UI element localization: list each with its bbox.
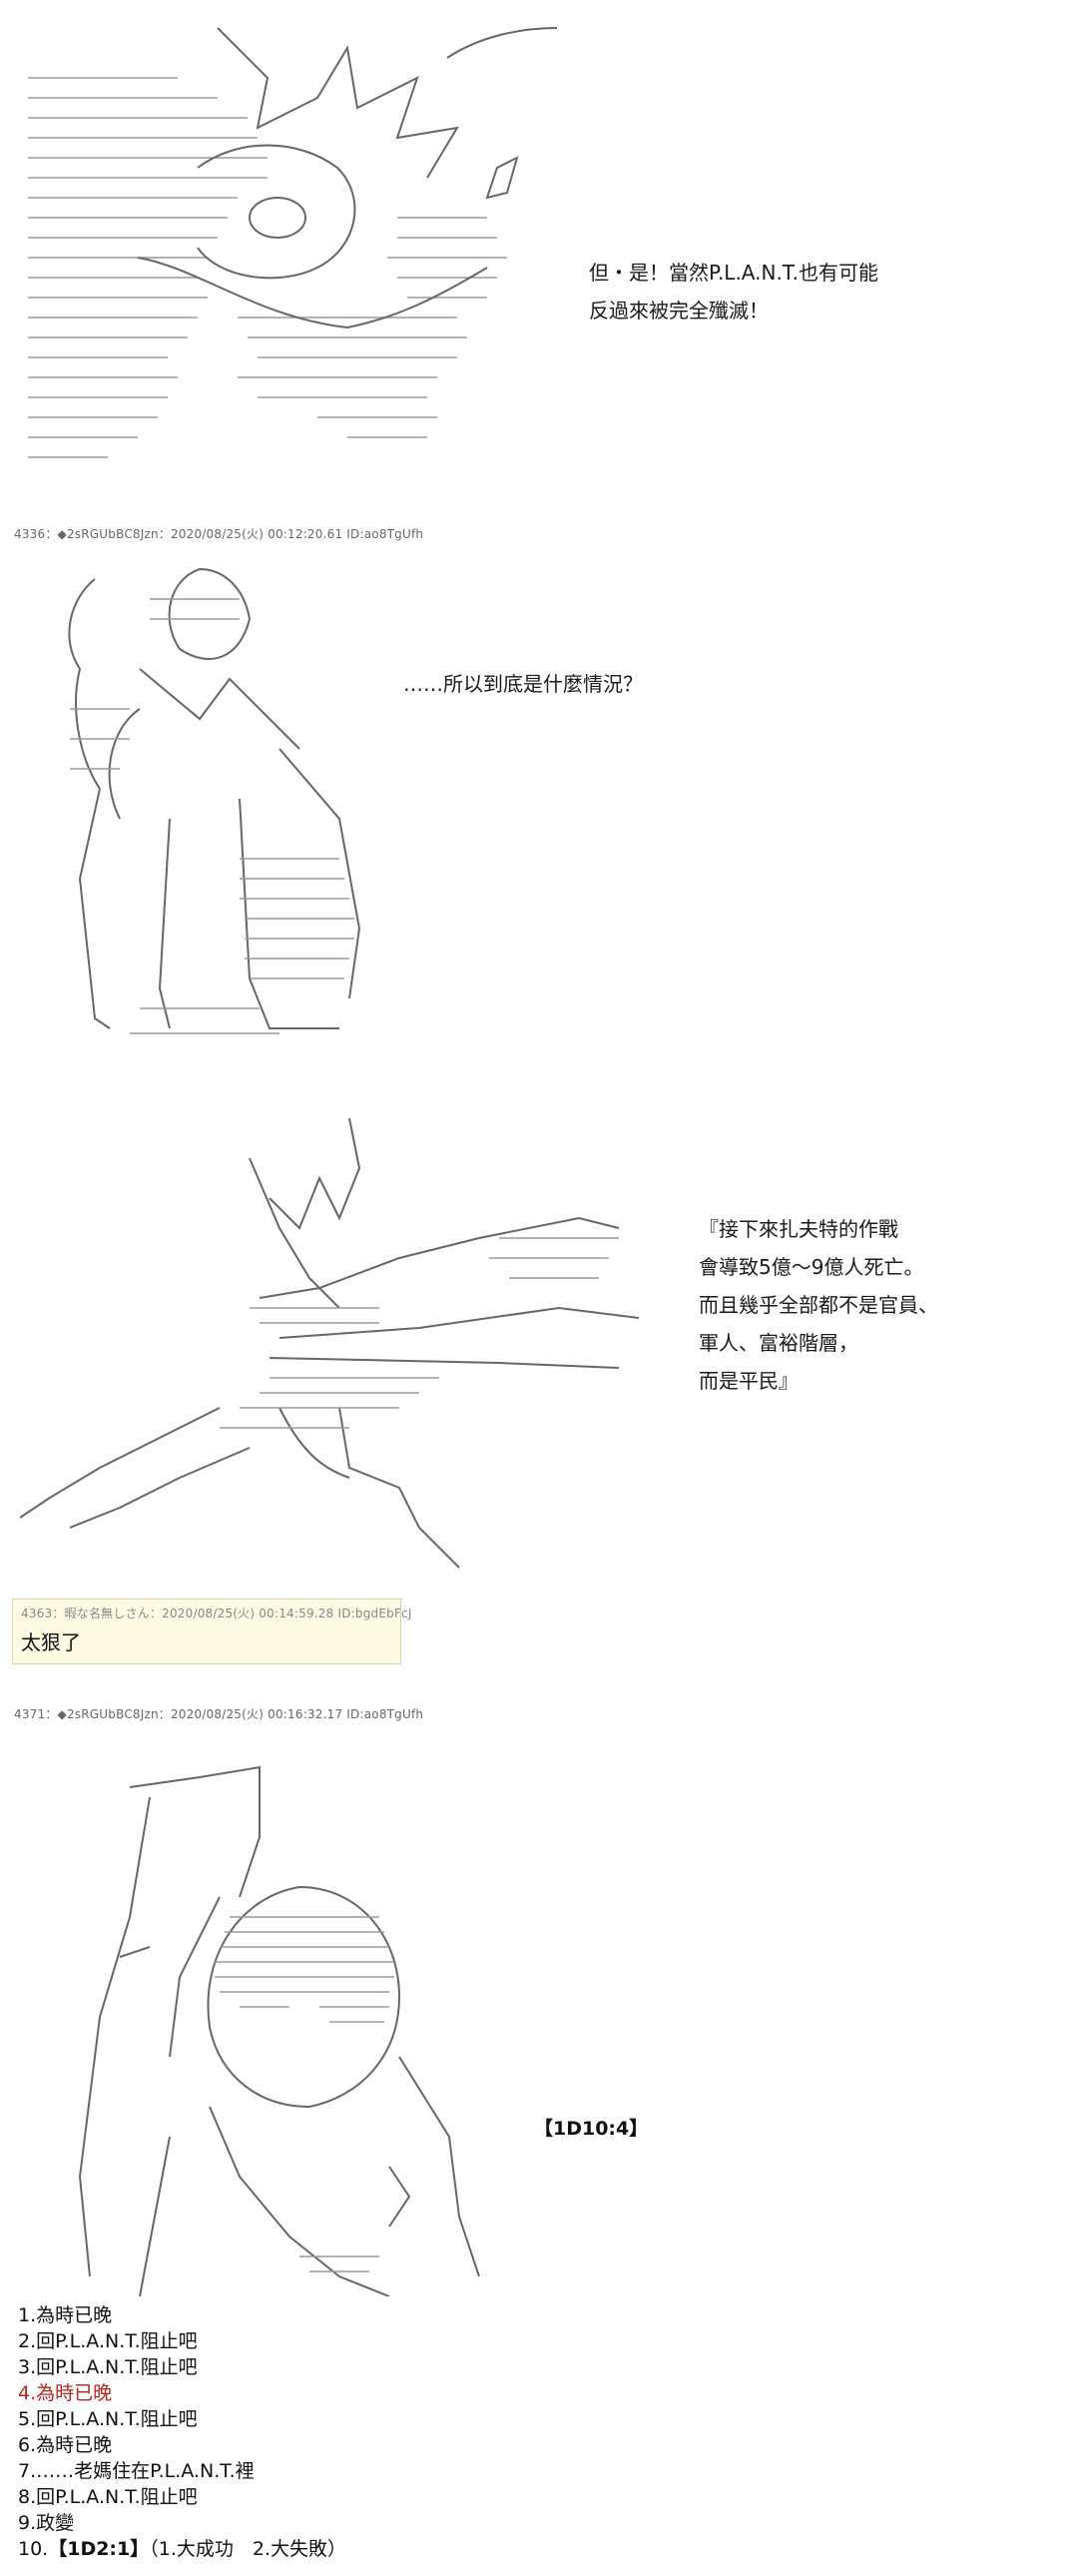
reply-header: 4363：暇な名無しさん：2020/08/25(火) 00:14:59.28 I…: [21, 1607, 412, 1620]
option-item: 6.為時已晚: [18, 2434, 113, 2456]
caption-line: ……所以到底是什麼情況？: [403, 672, 643, 696]
caption-line: 但・是！當然P.L.A.N.T.也有可能: [589, 261, 879, 285]
ascii-art-standing-figures: [40, 559, 419, 1058]
option-item: 5.回P.L.A.N.T.阻止吧: [18, 2408, 198, 2430]
caption-line: 『接下來扎夫特的作戰: [699, 1217, 898, 1241]
option-outcomes: （1.大成功 2.大失敗）: [149, 2538, 347, 2560]
dice-roll-result: 【1D10:4】: [534, 2118, 649, 2140]
option-item: 9.政變: [18, 2512, 75, 2534]
option-dice: 【1D2:1】: [48, 2538, 150, 2560]
panel-3-caption: 『接下來扎夫特的作戰 會導致5億～9億人死亡。 而且幾乎全部都不是官員、 軍人、…: [699, 1210, 938, 1400]
thinking-figure-art-svg: [78, 1765, 480, 2296]
caption-line: 會導致5億～9億人死亡。: [699, 1255, 924, 1279]
standing-figures-art-svg: [68, 567, 361, 1034]
reply-text: 太狠了: [21, 1630, 81, 1654]
ascii-art-winged-figure: [20, 1108, 659, 1578]
reply-post-4363: 4363：暇な名無しさん：2020/08/25(火) 00:14:59.28 I…: [12, 1599, 412, 1664]
option-item-highlighted: 4.為時已晚: [18, 2382, 113, 2404]
option-number: 10.: [18, 2538, 49, 2560]
option-item: 10.【1D2:1】（1.大成功 2.大失敗）: [18, 2536, 346, 2562]
options-list: 1.為時已晚 2.回P.L.A.N.T.阻止吧 3.回P.L.A.N.T.阻止吧…: [18, 2302, 346, 2562]
caption-line: 反過來被完全殲滅！: [589, 299, 769, 322]
option-item: 1.為時已晚: [18, 2304, 113, 2326]
option-item: 8.回P.L.A.N.T.阻止吧: [18, 2486, 198, 2508]
panel-1-caption: 但・是！當然P.L.A.N.T.也有可能 反過來被完全殲滅！: [589, 254, 878, 329]
ascii-art-thinking-figure: [60, 1757, 539, 2296]
post-header-4371: 4371：◆2sRGUbBC8Jzn：2020/08/25(火) 00:16:3…: [14, 1707, 424, 1721]
panel-2-caption: ……所以到底是什麼情況？: [403, 665, 643, 703]
option-item: 3.回P.L.A.N.T.阻止吧: [18, 2356, 198, 2378]
caption-line: 軍人、富裕階層，: [699, 1331, 858, 1355]
ascii-art-explosion: [18, 18, 557, 487]
winged-figure-art-svg: [20, 1117, 640, 1569]
option-item: 7.……老媽住在P.L.A.N.T.裡: [18, 2460, 255, 2482]
caption-line: 而是平民』: [699, 1369, 799, 1393]
option-item: 2.回P.L.A.N.T.阻止吧: [18, 2330, 198, 2352]
post-header-4336: 4336：◆2sRGUbBC8Jzn：2020/08/25(火) 00:12:2…: [14, 527, 424, 541]
caption-line: 而且幾乎全部都不是官員、: [699, 1293, 938, 1317]
explosion-art-svg: [28, 27, 557, 458]
